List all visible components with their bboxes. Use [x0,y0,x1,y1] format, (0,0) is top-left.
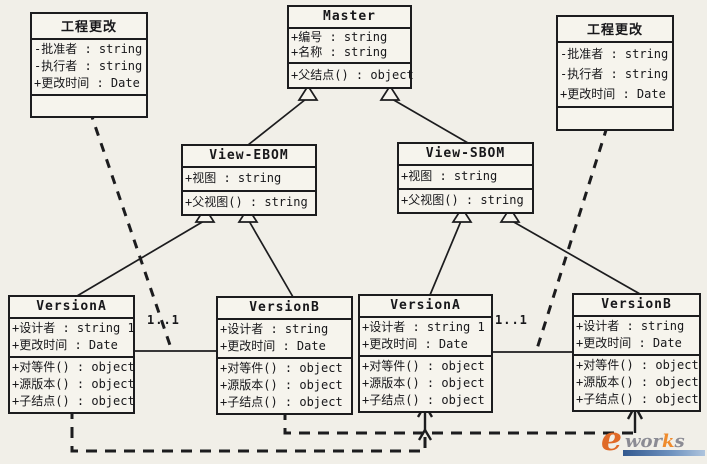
methods-compartment: +对等件() : object +源版本() : object +子结点() :… [360,355,491,411]
multiplicity-label-left: 1..1 [147,313,180,327]
method: +父视图() : string [185,195,308,209]
methods-compartment: +父结点() : object [289,62,414,87]
methods-compartment: +对等件() : object +源版本() : object +子结点() :… [10,356,135,412]
attribute: +更改时间 : Date [34,76,140,90]
method: +源版本() : object [220,378,343,392]
methods-compartment-empty [32,94,146,116]
eworks-logo-wor: wor [625,431,662,452]
attribute: +更改时间 : Date [220,339,326,353]
methods-compartment: +对等件() : object +源版本() : object +子结点() :… [574,354,699,410]
class-versiona-left: VersionA +设计者 : string 1 +更改时间 : Date +对… [8,295,135,414]
attribute: +设计者 : string 1 [362,320,485,334]
class-title: 工程更改 [60,20,117,35]
class-title: Master [323,9,376,24]
generalization-versionb1-to-ebom [237,206,294,298]
class-versionb-left: VersionB +设计者 : string +更改时间 : Date +对等件… [216,296,353,415]
attribute: +设计者 : string 1 [12,321,135,335]
eworks-logo: e works [601,419,705,463]
methods-compartment: +父视图() : string [183,190,315,214]
eworks-logo-s: s [674,431,685,452]
generalization-versiona1-to-ebom [76,206,216,297]
class-master: Master +编号 : string +名称 : string +父结点() … [287,5,414,89]
method: +源版本() : object [576,375,699,389]
method: +对等件() : object [12,360,135,374]
attribute: -执行者 : string [560,67,669,81]
attribute: -批准者 : string [560,47,669,61]
class-title: 工程更改 [586,23,643,38]
generalization-versiona2-to-sbom [429,206,473,296]
dependency-path-versiona1 [70,408,427,453]
attribute: +设计者 : string [576,319,685,333]
eworks-logo-e: e [601,419,622,458]
attribute: +更改时间 : Date [576,336,682,350]
generalization-ebom-to-master [247,84,319,146]
method: +父结点() : object [291,68,414,82]
attribute: +更改时间 : Date [362,337,468,351]
attribute: +设计者 : string [220,322,329,336]
attributes-compartment: -批准者 : string -执行者 : string +更改时间 : Date [558,41,672,106]
eworks-logo-wordmark: works [625,431,685,452]
methods-compartment: +对等件() : object +源版本() : object +子结点() :… [218,357,351,413]
attributes-compartment: +设计者 : string 1 +更改时间 : Date [10,317,135,356]
class-title: VersionB [249,300,320,315]
method: +源版本() : object [12,377,135,391]
eworks-logo-k: k [661,431,675,452]
generalization-versionb2-to-sbom [499,206,641,295]
class-title: View-EBOM [209,148,289,163]
attribute: -执行者 : string [34,59,143,73]
dependency-path-versionb1 [283,409,633,435]
attributes-compartment: +视图 : string [399,164,532,188]
attributes-compartment: +设计者 : string +更改时间 : Date [574,315,699,354]
multiplicity-label-right: 1..1 [495,313,528,327]
attribute: +编号 : string [291,30,388,44]
class-ec-left: 工程更改 -批准者 : string -执行者 : string +更改时间 :… [30,12,148,118]
method: +对等件() : object [576,358,699,372]
attribute: +视图 : string [401,169,498,183]
method: +子结点() : object [220,395,343,409]
methods-compartment: +父视图() : string [399,188,532,212]
attributes-compartment: +设计者 : string +更改时间 : Date [218,318,351,357]
attribute: +更改时间 : Date [560,87,666,101]
attribute: -批准者 : string [34,42,143,56]
class-ec-right: 工程更改 -批准者 : string -执行者 : string +更改时间 :… [556,15,674,131]
method: +对等件() : object [220,361,343,375]
class-title: View-SBOM [425,146,506,161]
attributes-compartment: +视图 : string [183,166,315,190]
attributes-compartment: +设计者 : string 1 +更改时间 : Date [360,316,491,355]
method: +对等件() : object [362,359,485,373]
attributes-compartment: +编号 : string +名称 : string [289,27,410,62]
attribute: +视图 : string [185,171,282,185]
eworks-logo-underline-bar [623,450,705,456]
attribute: +更改时间 : Date [12,338,118,352]
class-title: VersionA [36,299,107,314]
dashed-link-ec-right [534,126,609,353]
method: +子结点() : object [576,392,699,406]
class-versiona-right: VersionA +设计者 : string 1 +更改时间 : Date +对… [358,294,493,413]
dashed-link-ec-left [88,110,174,352]
attributes-compartment: -批准者 : string -执行者 : string +更改时间 : Date [32,38,146,94]
method: +子结点() : object [362,393,485,407]
methods-compartment-empty [558,106,672,129]
class-view-ebom: View-EBOM +视图 : string +父视图() : string [181,144,317,216]
method: +子结点() : object [12,394,135,408]
method: +父视图() : string [401,193,524,207]
class-versionb-right: VersionB +设计者 : string +更改时间 : Date +对等件… [572,293,701,412]
class-title: VersionB [601,297,672,312]
class-title: VersionA [390,298,461,313]
method: +源版本() : object [362,376,485,390]
attribute: +名称 : string [291,45,388,59]
class-view-sbom: View-SBOM +视图 : string +父视图() : string [397,142,534,214]
generalization-sbom-to-master [379,84,469,144]
